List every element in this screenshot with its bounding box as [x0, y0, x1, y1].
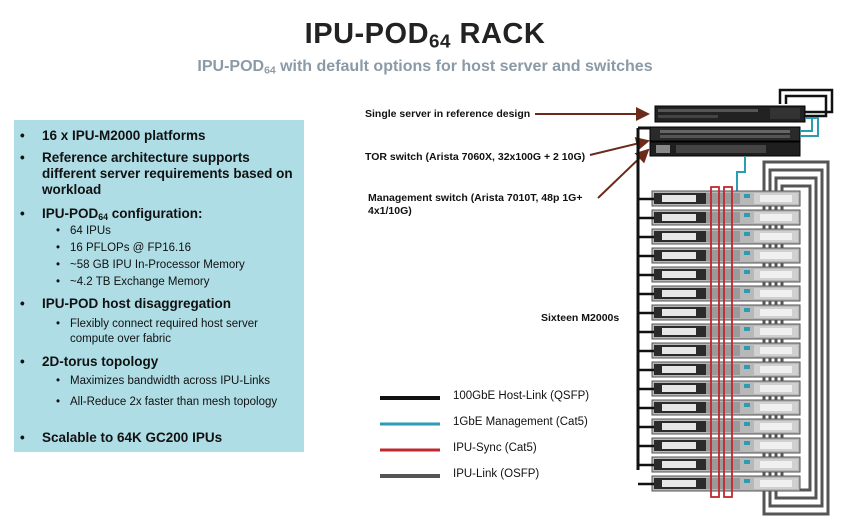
m2000-unit: [638, 418, 801, 435]
page-title: IPU-POD64 RACK: [304, 18, 546, 52]
server-label: Single server in reference design: [365, 108, 531, 120]
page-subtitle: IPU-POD64 with default options for host …: [197, 58, 653, 77]
config-item: •64 IPUs: [56, 225, 111, 237]
m2000-unit: [638, 247, 801, 264]
topology-item: •Maximizes bandwidth across IPU-Links: [56, 375, 271, 387]
m2000-unit: [638, 361, 801, 378]
ipu-sync-cables: [710, 186, 720, 498]
tor-switch: [649, 126, 801, 142]
legend-label-ipu-sync: IPU-Sync (Cat5): [453, 442, 537, 454]
m2000-unit: [638, 228, 801, 245]
config-item: •~58 GB IPU In-Processor Memory: [56, 259, 245, 271]
legend-label-management: 1GbE Management (Cat5): [453, 416, 588, 428]
m2000-unit: [638, 456, 801, 473]
disaggregation-item: •Flexibly connect required host server c…: [56, 318, 258, 345]
bullet-scalable: •Scalable to 64K GC200 IPUs: [20, 430, 223, 445]
m2000-label: Sixteen M2000s: [541, 312, 620, 324]
m2000-unit: [638, 323, 801, 340]
management-callout-arrow: [597, 148, 650, 199]
bullet-configuration: •IPU-POD64 configuration:: [20, 206, 203, 223]
m2000-unit: [638, 380, 801, 397]
management-switch-label: Management switch (Arista 7010T, 48p 1G+…: [368, 192, 583, 217]
m2000-unit: [638, 209, 801, 226]
bullet-host-disaggregation: •IPU-POD host disaggregation: [20, 296, 232, 311]
config-item: •16 PFLOPs @ FP16.16: [56, 242, 191, 254]
m2000-unit: [638, 285, 801, 302]
bullet-platforms: •16 x IPU-M2000 platforms: [20, 128, 206, 143]
m2000-unit: [638, 437, 801, 454]
m2000-stack: [638, 190, 801, 492]
legend-label-host-link: 100GbE Host-Link (QSFP): [453, 390, 590, 402]
bullet-topology: •2D-torus topology: [20, 354, 159, 369]
m2000-unit: [638, 342, 801, 359]
m2000-unit: [638, 399, 801, 416]
legend-label-ipu-link: IPU-Link (OSFP): [453, 468, 540, 480]
tor-switch-label: TOR switch (Arista 7060X, 32x100G + 2 10…: [365, 151, 586, 163]
bullet-reference-architecture: •Reference architecture supports differe…: [20, 150, 293, 197]
config-item: •~4.2 TB Exchange Memory: [56, 276, 210, 288]
m2000-unit: [638, 266, 801, 283]
m2000-unit: [638, 190, 801, 207]
m2000-unit: [638, 304, 801, 321]
topology-item: •All-Reduce 2x faster than mesh topology: [56, 396, 278, 408]
feature-panel: •16 x IPU-M2000 platforms •Reference arc…: [14, 120, 304, 452]
m2000-unit: [638, 475, 801, 492]
